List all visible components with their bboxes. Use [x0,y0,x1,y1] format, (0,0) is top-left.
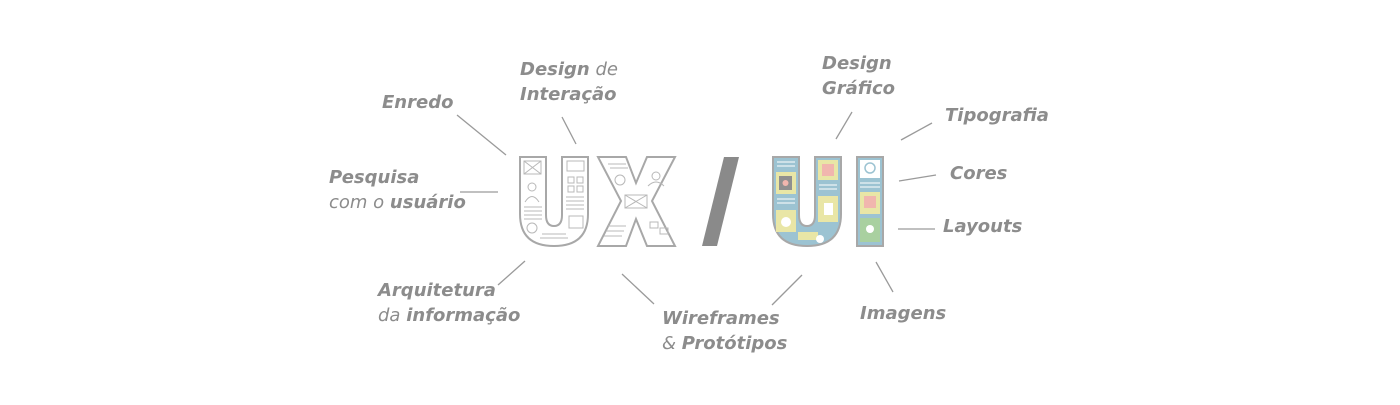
connector-arquitetura [497,260,526,286]
label-wireframes: Wireframes & Protótipos [662,306,787,356]
wireframe-box-icon [523,160,542,175]
lightbulb-icon [781,217,791,227]
play-icon [526,222,538,234]
label-design-interacao-line2: Interação [520,84,617,105]
label-arquitetura-line2-normal: da [378,305,401,326]
label-design-grafico-line1: Design [822,53,892,74]
label-design-interacao: Design de Interação [520,57,618,107]
label-design-interacao-line1-bold: Design [520,59,590,80]
connector-wireframes-right [771,274,803,306]
connector-cores [898,174,937,182]
label-design-grafico-line2: Gráfico [822,78,896,99]
user-icon [527,182,537,192]
label-tipografia: Tipografia [945,103,1049,128]
connector-wireframes-left [621,273,655,305]
speech-bubble-icon [864,162,876,174]
connector-imagens [875,261,894,293]
label-design-interacao-line1-normal: de [595,59,618,80]
label-arquitetura: Arquitetura da informação [378,278,520,328]
power-icon [816,235,824,243]
letter-x [596,156,677,247]
connector-enredo [456,114,507,156]
location-pin-icon [866,225,874,233]
label-arquitetura-line2-bold: informação [406,305,521,326]
slash-mark [702,157,739,246]
thumbs-up-icon [824,203,833,215]
label-wireframes-line2-bold: Protótipos [681,333,788,354]
label-cores: Cores [950,161,1007,186]
label-pesquisa-line2-normal: com o [329,192,385,213]
letter-i [856,156,884,247]
label-imagens-text: Imagens [860,303,947,324]
connector-design-interacao [561,116,577,145]
label-tipografia-text: Tipografia [945,105,1049,126]
label-pesquisa-line2-bold: usuário [389,192,466,213]
label-wireframes-line1: Wireframes [662,308,780,329]
connector-tipografia [900,122,933,141]
letter-u-ui [772,156,842,248]
label-enredo-text: Enredo [382,92,454,113]
letter-u-ux [519,156,589,248]
label-pesquisa: Pesquisa com o usuário [329,165,466,215]
label-pesquisa-line1: Pesquisa [329,167,420,188]
label-enredo: Enredo [382,90,453,115]
label-layouts: Layouts [943,214,1022,239]
label-arquitetura-line1: Arquitetura [378,280,496,301]
label-wireframes-line2-normal: & [662,333,677,354]
label-layouts-text: Layouts [943,216,1023,237]
connector-design-grafico [835,111,853,140]
label-cores-text: Cores [950,163,1008,184]
label-design-grafico: Design Gráfico [822,51,895,101]
label-imagens: Imagens [860,301,946,326]
